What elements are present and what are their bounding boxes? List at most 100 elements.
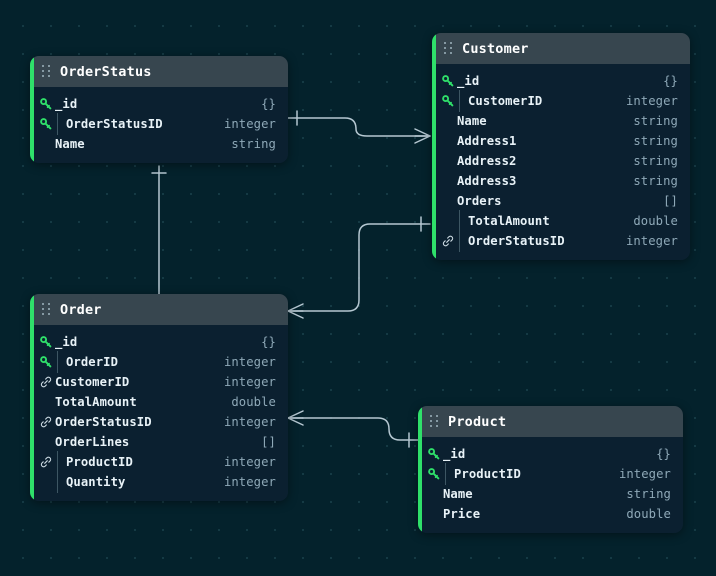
field-indent-guide — [457, 90, 468, 112]
field-type: [] — [663, 194, 678, 208]
field-row[interactable]: OrderLines [] — [30, 432, 288, 452]
field-name: Address3 — [457, 174, 517, 188]
key-icon — [428, 468, 443, 480]
field-indent-guide — [55, 113, 66, 135]
link-icon — [40, 376, 55, 388]
field-name: OrderID — [66, 355, 119, 369]
field-row[interactable]: TotalAmount double — [432, 210, 690, 232]
field-row[interactable]: _id{} — [432, 71, 690, 91]
field-name: ProductID — [66, 455, 133, 469]
field-row[interactable]: ProductID integer — [30, 451, 288, 473]
relationship-customer-order — [287, 216, 431, 319]
field-type: double — [633, 214, 678, 228]
field-type: string — [633, 114, 678, 128]
key-icon — [40, 336, 55, 348]
field-indent-guide — [457, 230, 468, 252]
key-icon — [442, 75, 457, 87]
field-row[interactable]: OrderStatusID integer — [432, 230, 690, 252]
field-name: OrderStatusID — [66, 117, 163, 131]
entity-title: Product — [448, 413, 507, 430]
field-name: Price — [443, 507, 481, 521]
field-type: integer — [625, 234, 678, 248]
field-type: string — [633, 174, 678, 188]
field-indent-guide — [55, 471, 66, 493]
field-name: _id — [457, 74, 480, 88]
field-row[interactable]: Quantity integer — [30, 471, 288, 493]
field-type: integer — [223, 355, 276, 369]
entity-header[interactable]: Order — [30, 294, 288, 325]
field-name: TotalAmount — [468, 214, 550, 228]
field-name: Quantity — [66, 475, 126, 489]
field-row[interactable]: _id {} — [30, 94, 288, 114]
field-name: ProductID — [454, 467, 521, 481]
key-icon — [40, 356, 55, 368]
field-type: integer — [223, 117, 276, 131]
field-indent-guide — [443, 463, 454, 485]
field-type: integer — [223, 455, 276, 469]
field-type: string — [231, 137, 276, 151]
field-row[interactable]: _id{} — [30, 332, 288, 352]
drag-handle-icon[interactable] — [42, 303, 51, 316]
drag-handle-icon[interactable] — [42, 65, 51, 78]
drag-handle-icon[interactable] — [444, 42, 453, 55]
entity-accent-bar — [30, 294, 34, 501]
field-row[interactable]: ProductID integer — [418, 463, 683, 485]
field-name: OrderLines — [55, 435, 130, 449]
field-name: OrderStatusID — [468, 234, 565, 248]
field-type: integer — [223, 375, 276, 389]
field-type: integer — [625, 94, 678, 108]
field-type: double — [626, 507, 671, 521]
field-name: TotalAmount — [55, 395, 137, 409]
field-row[interactable]: Price double — [418, 504, 683, 524]
drag-handle-icon[interactable] — [430, 415, 439, 428]
field-name: _id — [55, 97, 78, 111]
field-name: Name — [443, 487, 473, 501]
entity-title: Order — [60, 301, 102, 318]
link-icon — [40, 456, 55, 468]
entity-title: OrderStatus — [60, 63, 152, 80]
relationship-orderstatus-order — [151, 165, 167, 309]
entity-header[interactable]: OrderStatus — [30, 56, 288, 87]
key-icon — [40, 98, 55, 110]
relationship-product-order — [287, 410, 419, 448]
field-type: {} — [656, 447, 671, 461]
field-row[interactable]: _id {} — [418, 444, 683, 464]
field-name: Name — [457, 114, 487, 128]
field-type: [] — [261, 435, 276, 449]
field-row[interactable]: OrderStatusID integer — [30, 113, 288, 135]
field-type: integer — [618, 467, 671, 481]
field-name: _id — [55, 335, 78, 349]
entity-accent-bar — [418, 406, 422, 533]
entity-accent-bar — [30, 56, 34, 163]
entity-header[interactable]: Customer — [432, 33, 690, 64]
relationship-orderstatus-customer — [287, 110, 431, 144]
field-row[interactable]: Orders[] — [432, 191, 690, 211]
field-type: integer — [223, 475, 276, 489]
link-icon — [40, 416, 55, 428]
field-row[interactable]: OrderID integer — [30, 351, 288, 373]
key-icon — [428, 448, 443, 460]
field-type: integer — [223, 415, 276, 429]
field-name: Address1 — [457, 134, 517, 148]
field-row[interactable]: Address3 string — [432, 171, 690, 191]
field-name: _id — [443, 447, 466, 461]
field-row[interactable]: Name string — [432, 111, 690, 131]
field-type: {} — [261, 97, 276, 111]
entity-header[interactable]: Product — [418, 406, 683, 437]
